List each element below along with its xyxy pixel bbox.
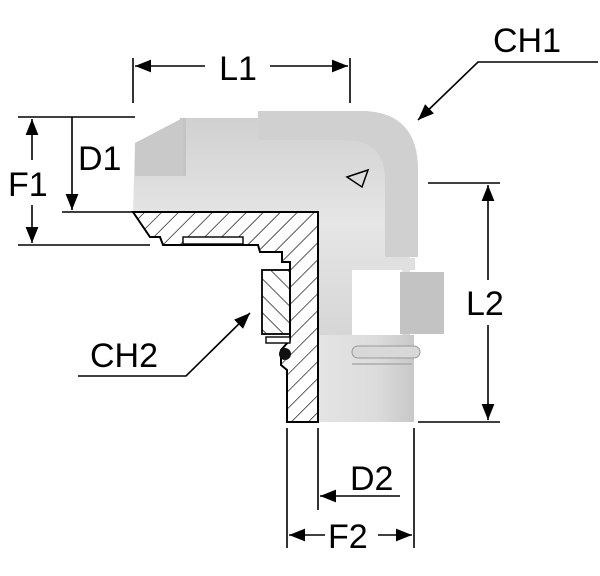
- hex-nut: [345, 258, 444, 336]
- callout-ch2: CH2: [78, 312, 251, 377]
- manufacturer-logo-icon: [345, 168, 370, 189]
- label-f1: F1: [8, 166, 48, 204]
- callout-ch1: CH1: [417, 22, 598, 121]
- threaded-stud: [318, 335, 421, 422]
- dimension-f2: F2: [289, 518, 412, 556]
- fitting-body: [133, 111, 418, 335]
- o-ring: [279, 348, 291, 360]
- label-d1: D1: [78, 140, 121, 178]
- cross-section: [131, 211, 319, 423]
- label-ch1: CH1: [493, 22, 561, 60]
- dimension-l2: L2: [418, 182, 504, 423]
- label-d2: D2: [350, 460, 393, 498]
- label-l1: L1: [219, 50, 257, 88]
- dimension-l1: L1: [132, 50, 351, 103]
- dimension-d2: D2: [286, 428, 415, 548]
- dimension-f1: F1: [8, 116, 150, 246]
- dimension-d1: D1: [62, 117, 133, 213]
- label-f2: F2: [328, 518, 368, 556]
- label-ch2: CH2: [90, 337, 158, 375]
- label-l2: L2: [466, 285, 504, 323]
